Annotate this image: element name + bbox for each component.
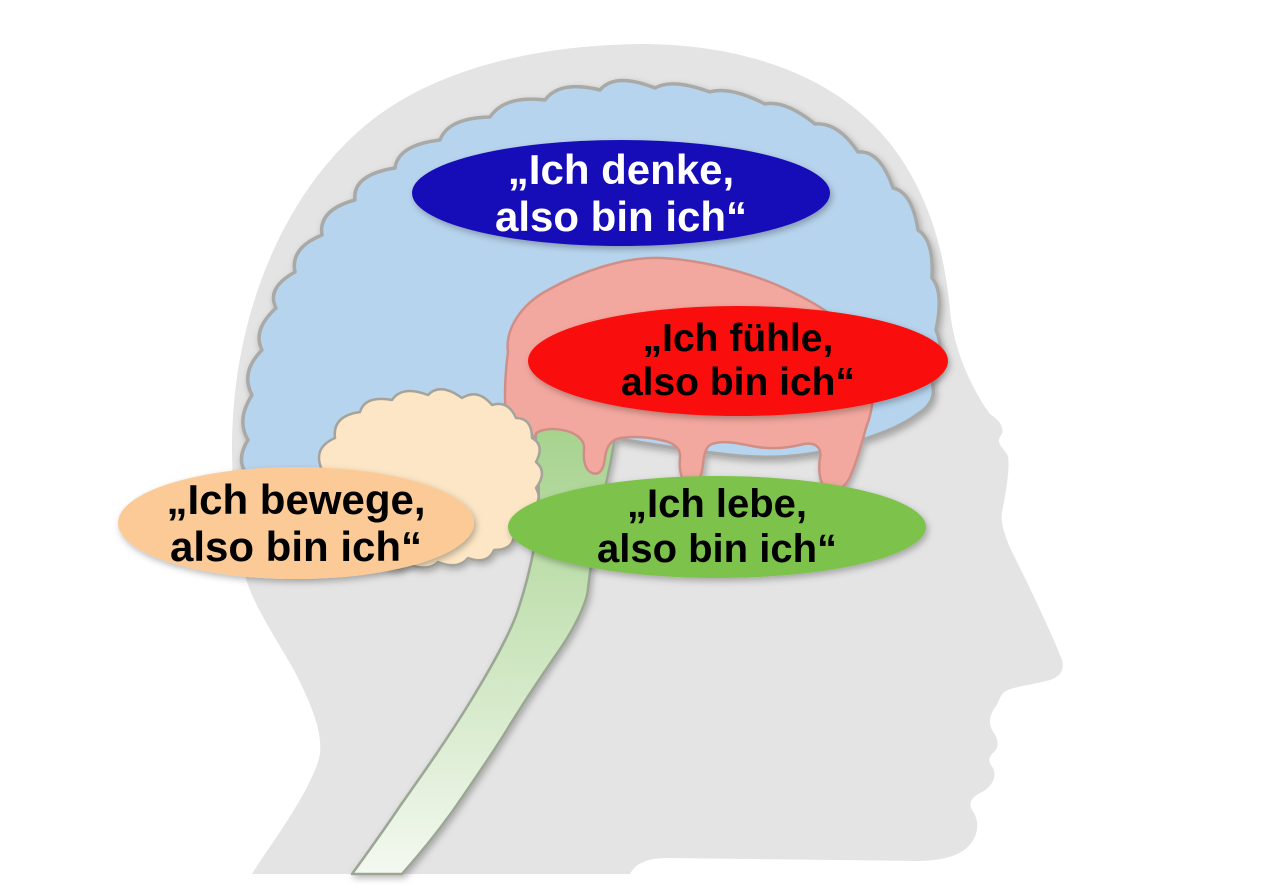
bubble-bewegen-ellipse [118,467,474,579]
bubble-fuehlen-ellipse [528,306,948,416]
bubble-leben-ellipse [508,476,926,578]
bubble-denken-ellipse [412,140,830,246]
